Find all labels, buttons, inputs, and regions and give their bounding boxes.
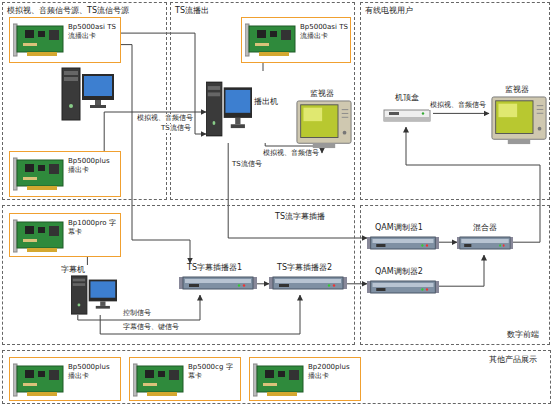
region-title: 数字前端 bbox=[507, 330, 539, 340]
device-node: 混合器 bbox=[457, 223, 513, 255]
signal-line bbox=[257, 283, 269, 284]
signal-line bbox=[104, 112, 206, 151]
rack-device-icon bbox=[367, 279, 439, 295]
pci-card-image bbox=[13, 362, 65, 398]
rack-device-icon bbox=[367, 235, 439, 251]
device-node: QAM调制器2 bbox=[367, 267, 439, 299]
region-frame: TS流播出 Bp5000asi TS流播出卡播出机 监视器 bbox=[170, 2, 355, 200]
product-card: Bp5000cg 字幕卡 bbox=[129, 357, 241, 401]
rack-device-icon bbox=[179, 275, 257, 291]
product-card: Bp5000asi TS流播出卡 bbox=[9, 17, 121, 63]
device-node: TS字幕插播器1 bbox=[179, 263, 257, 295]
pci-card-image bbox=[253, 362, 305, 398]
pci-card-image bbox=[13, 218, 65, 254]
signal-line bbox=[121, 45, 190, 263]
device-label: QAM调制器2 bbox=[375, 267, 423, 277]
product-card: Bp5000asi TS流播出卡 bbox=[241, 17, 351, 63]
pci-card-image bbox=[13, 156, 65, 192]
card-name: Bp5000plus 播出卡 bbox=[68, 363, 118, 381]
device-node: 监视器 bbox=[296, 89, 352, 153]
region-title: 模拟视、音频信号源、TS流信号源 bbox=[7, 6, 129, 16]
monitor-icon bbox=[296, 100, 352, 150]
signal-line bbox=[263, 63, 264, 71]
pci-card-image bbox=[13, 22, 65, 58]
region-title: TS流播出 bbox=[175, 6, 209, 16]
device-node: 监视器 bbox=[489, 85, 549, 149]
product-card: Bp2000plus 播出卡 bbox=[249, 357, 361, 401]
device-node: 播出机 bbox=[206, 71, 280, 143]
signal-label: TS流信号 bbox=[160, 124, 192, 133]
device-node: 字幕机 bbox=[61, 265, 117, 315]
signal-line bbox=[121, 33, 206, 134]
device-label: 播出机 bbox=[254, 97, 278, 107]
card-name: Bp5000cg 字幕卡 bbox=[188, 363, 238, 381]
signal-label: 模拟视、音频信号 bbox=[262, 149, 320, 158]
card-name: Bp5000asi TS流播出卡 bbox=[300, 23, 348, 41]
region-title: 有线电视用户 bbox=[365, 6, 413, 16]
region-frame: 数字前端 QAM调制器1 混合器 QAM调制器2 bbox=[360, 205, 550, 345]
computer-icon bbox=[71, 275, 117, 315]
card-name: Bp5000plus 播出卡 bbox=[68, 157, 118, 175]
device-label: TS字幕插播器1 bbox=[187, 263, 242, 273]
signal-line bbox=[439, 242, 457, 243]
computer-icon bbox=[206, 81, 252, 137]
device-label: 字幕机 bbox=[61, 265, 85, 275]
signal-line bbox=[87, 257, 88, 265]
region-frame: 其他产品展示 Bp5000plus 播出卡 Bp5000cg 字幕卡 Bp2000pl… bbox=[2, 350, 551, 404]
signal-label: TS流信号 bbox=[231, 160, 263, 169]
signal-line bbox=[100, 295, 300, 334]
device-label: QAM调制器1 bbox=[375, 223, 423, 233]
signal-label: 模拟视、音频信号 bbox=[429, 101, 487, 110]
region-title: 其他产品展示 bbox=[489, 355, 537, 365]
device-label: 监视器 bbox=[310, 89, 334, 99]
product-card: Bp5000plus 播出卡 bbox=[9, 357, 121, 401]
card-name: Bp2000plus 播出卡 bbox=[308, 363, 358, 381]
card-name: Bp5000asi TS流播出卡 bbox=[68, 23, 118, 41]
set-top-box-icon bbox=[383, 107, 431, 123]
device-label: 机顶盒 bbox=[395, 93, 419, 103]
rack-device-icon bbox=[457, 235, 513, 251]
region-title: TS流字幕插播 bbox=[275, 212, 325, 222]
product-card: Bp1000pro 字幕卡 bbox=[9, 213, 121, 257]
monitor-icon bbox=[491, 96, 547, 146]
device-node: 机顶盒 bbox=[381, 93, 433, 127]
signal-line bbox=[228, 143, 367, 238]
rack-device-icon bbox=[269, 275, 347, 291]
product-card: Bp5000plus 播出卡 bbox=[9, 151, 121, 197]
device-node: QAM调制器1 bbox=[367, 223, 439, 255]
device-node: TS字幕插播器2 bbox=[269, 263, 347, 295]
pci-card-image bbox=[133, 362, 185, 398]
computer-icon bbox=[62, 68, 114, 120]
signal-line bbox=[406, 127, 540, 242]
signal-line bbox=[347, 283, 367, 284]
pci-card-image bbox=[245, 22, 297, 58]
card-name: Bp1000pro 字幕卡 bbox=[68, 219, 118, 237]
device-label: TS字幕插播器2 bbox=[277, 263, 332, 273]
signal-line bbox=[439, 255, 484, 286]
signal-label: 字幕信号、键信号 bbox=[122, 323, 180, 332]
signal-label: 模拟视、音频信号 bbox=[136, 114, 194, 123]
signal-label: 控制信号 bbox=[122, 309, 152, 318]
device-label: 监视器 bbox=[505, 85, 529, 95]
signal-line bbox=[433, 113, 489, 114]
device-label: 混合器 bbox=[473, 223, 497, 233]
region-frame: 模拟视、音频信号源、TS流信号源 Bp5000asi TS流播出卡 Bp5000pl… bbox=[2, 2, 167, 200]
